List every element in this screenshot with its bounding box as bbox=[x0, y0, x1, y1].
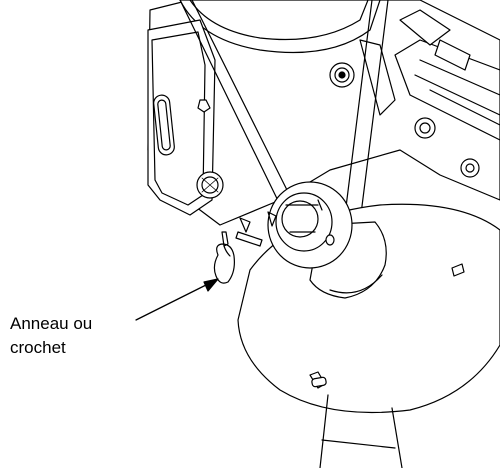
bolt-left bbox=[196, 171, 224, 199]
bolt-top bbox=[329, 62, 355, 88]
left-bracket bbox=[147, 19, 216, 216]
ring-hook bbox=[213, 231, 235, 284]
small-pulley bbox=[267, 181, 353, 269]
lower-shaft bbox=[319, 394, 403, 468]
belt-left-strand bbox=[179, 0, 286, 216]
bolt-far-right bbox=[460, 158, 480, 178]
callout-label: Anneau ou crochet bbox=[10, 312, 160, 360]
leader-line bbox=[135, 281, 213, 321]
leader-arrowhead bbox=[203, 278, 219, 292]
callout-label-line2: crochet bbox=[10, 338, 66, 357]
bolt-right bbox=[414, 117, 436, 139]
callout-label-line1: Anneau ou bbox=[10, 314, 93, 333]
belt-right-strand bbox=[344, 0, 373, 216]
